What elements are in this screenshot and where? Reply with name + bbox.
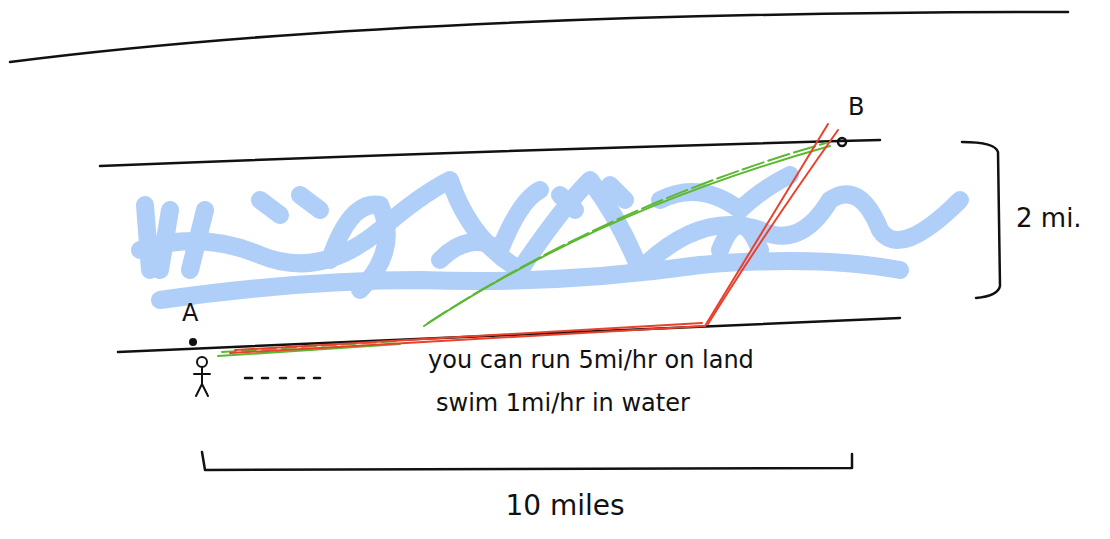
length-bracket bbox=[202, 452, 852, 470]
green-route bbox=[218, 143, 830, 356]
red-route bbox=[230, 124, 838, 353]
top-line bbox=[10, 12, 1068, 62]
point-a bbox=[189, 338, 197, 346]
width-bracket bbox=[962, 142, 1000, 298]
dimension-label: 10 miles bbox=[505, 490, 624, 522]
water-scribble bbox=[140, 175, 960, 300]
note-text: swim 1mi/hr in water bbox=[436, 390, 690, 418]
note-text: you can run 5mi/hr on land bbox=[428, 347, 754, 375]
stick-figure bbox=[194, 357, 210, 396]
motion-dots bbox=[245, 377, 320, 380]
point-label: B bbox=[848, 94, 864, 122]
point-label: A bbox=[182, 300, 198, 328]
point-b bbox=[838, 138, 846, 146]
dimension-label: 2 mi. bbox=[1016, 204, 1082, 234]
